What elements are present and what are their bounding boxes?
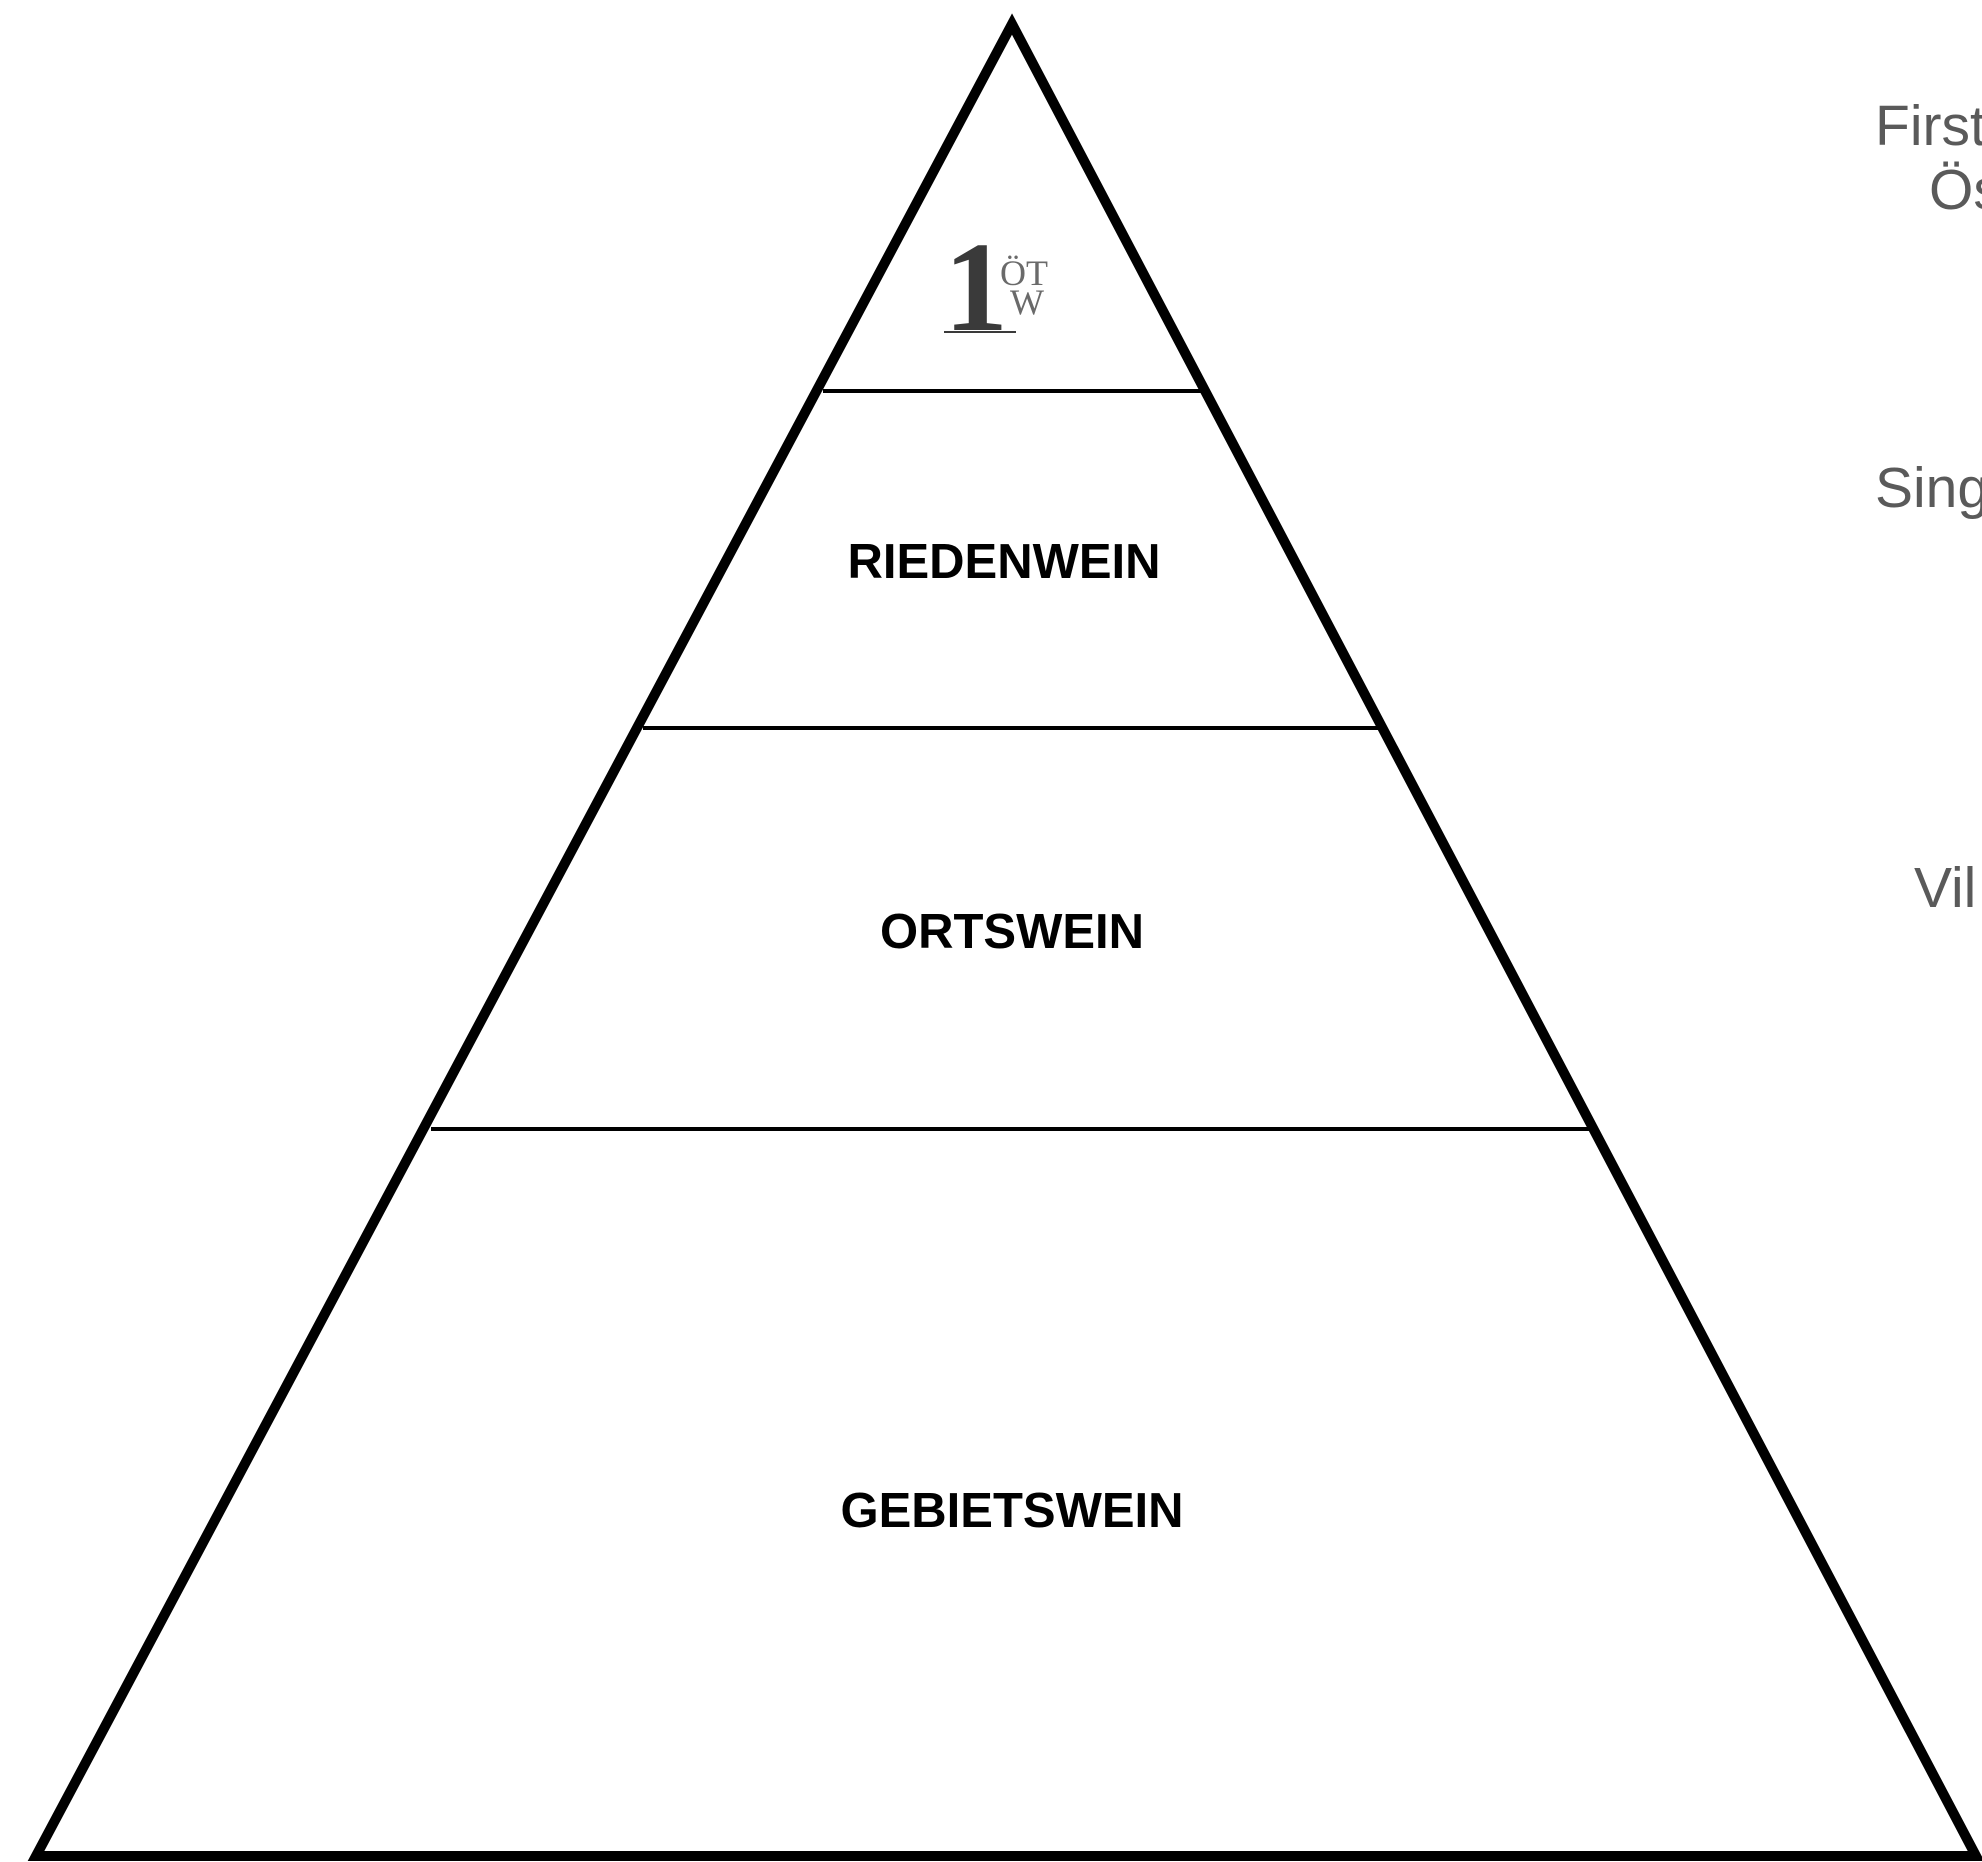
side-label-riedenwein-line-1: Sing	[1875, 456, 1982, 520]
tier-label-gebietswein: GEBIETSWEIN	[840, 1484, 1184, 1538]
logo-numeral: 1	[944, 216, 1008, 358]
oetw-logo: 1 ÖT W	[944, 216, 1048, 358]
side-label-top-line-2: Ös	[1929, 157, 1982, 222]
tier-label-riedenwein: RIEDENWEIN	[847, 535, 1161, 589]
side-label-riedenwein: Sing	[1875, 456, 1982, 521]
side-label-top: First Ös	[1875, 94, 1982, 223]
logo-letters-bottom: W	[1010, 282, 1044, 322]
tier-label-ortswein: ORTSWEIN	[879, 905, 1145, 959]
side-label-top-line-1: First	[1875, 94, 1982, 158]
side-label-ortswein: Vil	[1914, 856, 1977, 921]
side-label-ortswein-line-1: Vil	[1914, 856, 1977, 920]
pyramid-outline	[27, 13, 1982, 1861]
logo-letters-top: ÖT	[1000, 253, 1048, 293]
